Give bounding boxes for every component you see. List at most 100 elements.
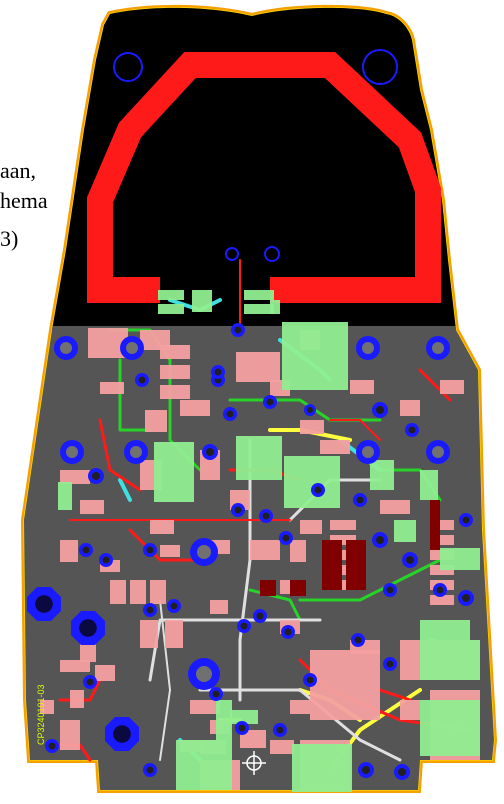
component-7 — [394, 520, 416, 542]
pad-39 — [330, 535, 356, 545]
pad-20 — [150, 520, 174, 534]
pad-42 — [330, 580, 356, 590]
pad-49 — [380, 500, 410, 514]
via-hole-36 — [240, 622, 248, 630]
via-hole-16 — [432, 446, 444, 458]
trace-21 — [98, 418, 142, 492]
pad-15 — [400, 400, 420, 416]
silkscreen-label: CP3240101-03 — [36, 684, 46, 745]
via-hole-8 — [234, 326, 242, 334]
component-12 — [176, 740, 232, 790]
trace-22 — [418, 368, 452, 402]
maroon-pad-0 — [322, 540, 342, 590]
mounting-hole-39 — [35, 595, 53, 613]
pad-61 — [290, 700, 310, 714]
feed-pad-4 — [192, 290, 212, 312]
pad-44 — [430, 535, 454, 545]
pad-11 — [300, 420, 324, 434]
via-hole-48 — [276, 726, 284, 734]
trace-23 — [128, 528, 202, 562]
pad-41 — [330, 565, 356, 575]
component-0 — [282, 322, 348, 390]
pad-37 — [210, 600, 228, 614]
via-hole-22 — [102, 556, 110, 564]
pad-3 — [160, 365, 190, 379]
component-4 — [58, 482, 72, 510]
caption-fragment-3: 3) — [0, 226, 19, 251]
trace-30 — [329, 419, 381, 441]
pad-23 — [110, 580, 126, 604]
pad-4 — [160, 385, 190, 399]
pad-25 — [150, 580, 166, 604]
via-hole-5 — [432, 342, 444, 354]
via-hole-51 — [398, 768, 406, 776]
pad-28 — [80, 640, 96, 662]
via-hole-2 — [60, 342, 72, 354]
via-hole-46 — [212, 690, 220, 698]
via-hole-38 — [197, 545, 211, 559]
component-5 — [370, 460, 394, 490]
component-9 — [420, 620, 470, 640]
via-hole-35 — [170, 602, 178, 610]
pad-56 — [190, 700, 220, 714]
pad-30 — [60, 660, 90, 672]
via-hole-34 — [462, 594, 470, 602]
via-hole-25 — [262, 512, 270, 520]
via-ring-0 — [225, 247, 239, 261]
via-hole-24 — [234, 506, 242, 514]
via-hole-28 — [356, 496, 364, 504]
pad-17 — [60, 470, 90, 484]
via-hole-32 — [436, 586, 444, 594]
pad-62 — [60, 720, 80, 750]
trace-9 — [118, 478, 132, 502]
mounting-hole-41 — [113, 725, 131, 743]
via-hole-27 — [314, 486, 322, 494]
pad-7 — [100, 382, 124, 394]
trace-20 — [159, 599, 171, 761]
feed-pad-1 — [158, 304, 184, 314]
via-hole-47 — [238, 724, 246, 732]
component-2 — [284, 456, 340, 508]
vias-layer — [27, 246, 474, 780]
via-hole-10 — [307, 407, 313, 413]
component-13 — [292, 744, 352, 792]
via-hole-19 — [214, 368, 222, 376]
pad-5 — [236, 352, 280, 382]
mounting-hole-top-left — [113, 52, 143, 82]
via-ring-1 — [264, 246, 280, 262]
pad-21 — [160, 545, 180, 557]
antenna-loop — [87, 52, 441, 303]
pad-24 — [130, 580, 146, 604]
pad-19 — [60, 540, 78, 562]
trace-3 — [298, 558, 442, 602]
via-hole-4 — [362, 342, 374, 354]
component-1 — [236, 436, 282, 480]
pad-8 — [145, 410, 167, 432]
via-hole-44 — [354, 636, 362, 644]
via-hole-45 — [386, 660, 394, 668]
via-hole-33 — [462, 516, 470, 524]
pad-16 — [440, 380, 464, 394]
pad-43 — [430, 520, 454, 530]
mounting-hole-top-right — [362, 49, 398, 85]
maroon-pad-1 — [346, 540, 366, 590]
caption-fragment-2: hema — [0, 188, 48, 213]
via-hole-49 — [146, 766, 154, 774]
pad-60 — [270, 740, 294, 754]
via-hole-42 — [196, 666, 212, 682]
via-hole-53 — [48, 742, 56, 750]
via-hole-15 — [362, 446, 374, 458]
component-14 — [270, 300, 280, 314]
pad-58 — [240, 730, 266, 748]
component-3 — [154, 442, 194, 502]
via-hole-14 — [130, 446, 142, 458]
via-hole-9 — [266, 398, 274, 406]
mounting-hole-40 — [79, 619, 97, 637]
component-10 — [420, 640, 480, 680]
via-hole-31 — [386, 586, 394, 594]
pad-33 — [250, 540, 280, 560]
pad-2 — [160, 345, 190, 359]
via-hole-30 — [406, 556, 414, 564]
via-hole-37 — [284, 628, 292, 636]
